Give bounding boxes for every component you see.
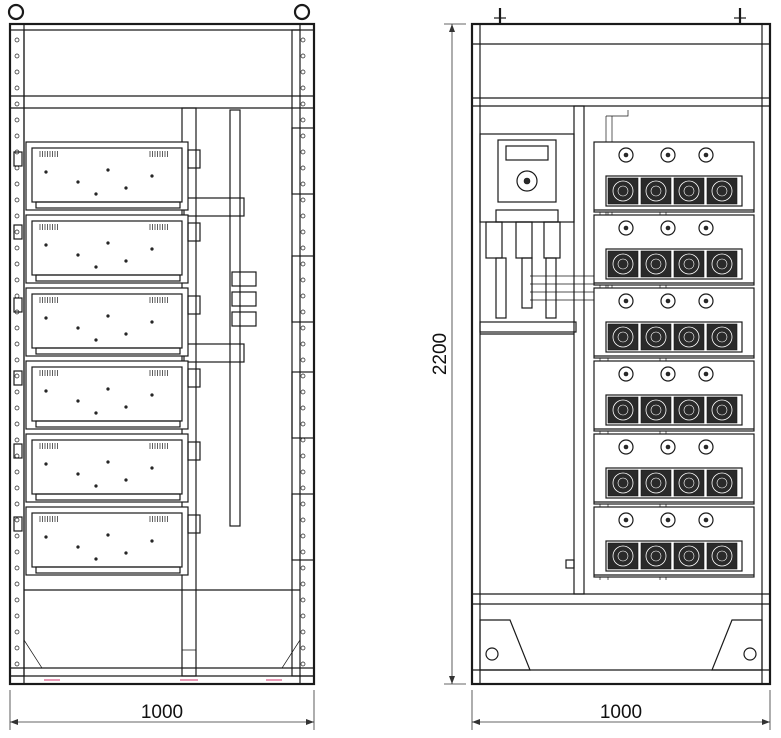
- fan-icon: [706, 250, 738, 278]
- side-battery-module: [593, 360, 755, 432]
- fan-icon: [640, 323, 672, 351]
- front-battery-module: [13, 360, 201, 430]
- side-battery-module: [593, 287, 755, 359]
- fan-icon: [706, 542, 738, 570]
- front-battery-module: [13, 433, 201, 503]
- dimension-lines: [9, 23, 771, 730]
- fan-icon: [706, 396, 738, 424]
- fan-icon: [706, 469, 738, 497]
- front-bus-bracket-1: [183, 197, 245, 217]
- din-rail: [479, 321, 577, 333]
- lifting-eye-left: [7, 3, 25, 21]
- fan-icon: [607, 323, 639, 351]
- front-module-stack: [13, 141, 201, 576]
- fan-icon: [607, 396, 639, 424]
- front-battery-module: [13, 506, 201, 576]
- fan-icon: [640, 177, 672, 205]
- side-width-label: 1000: [600, 702, 642, 723]
- side-battery-module: [593, 433, 755, 505]
- side-view: [470, 8, 772, 686]
- front-width-label: 1000: [141, 702, 183, 723]
- side-battery-module: [593, 141, 755, 213]
- side-battery-module: [593, 506, 755, 578]
- fan-icon: [640, 396, 672, 424]
- front-mount-holes: [14, 37, 306, 667]
- front-view: [7, 3, 316, 686]
- fan-icon: [673, 396, 705, 424]
- fan-icon: [673, 542, 705, 570]
- front-left-post: [9, 29, 25, 677]
- fan-icon: [607, 542, 639, 570]
- height-label: 2200: [430, 333, 451, 375]
- fan-icon: [706, 323, 738, 351]
- front-right-post: [291, 29, 315, 677]
- fan-icon: [673, 250, 705, 278]
- front-bus-bracket-2: [183, 343, 245, 363]
- side-divider-post: [573, 105, 585, 595]
- fan-icon: [673, 177, 705, 205]
- front-busbar: [229, 109, 241, 527]
- front-battery-module: [13, 287, 201, 357]
- fan-icon: [607, 469, 639, 497]
- fan-icon: [607, 250, 639, 278]
- front-battery-module: [13, 141, 201, 211]
- front-battery-module: [13, 214, 201, 284]
- fan-icon: [706, 177, 738, 205]
- breaker-switch: [497, 139, 557, 203]
- fan-icon: [673, 323, 705, 351]
- fan-icon: [640, 542, 672, 570]
- fan-icon: [640, 469, 672, 497]
- fan-icon: [673, 469, 705, 497]
- side-battery-module: [593, 214, 755, 286]
- lifting-eye-right: [293, 3, 311, 21]
- fan-icon: [607, 177, 639, 205]
- side-module-stack: [593, 141, 755, 578]
- fan-icon: [640, 250, 672, 278]
